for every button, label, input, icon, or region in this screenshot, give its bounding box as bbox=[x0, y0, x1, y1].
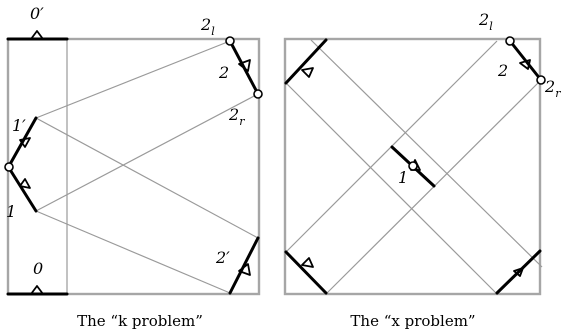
x-outer-frame bbox=[283, 37, 542, 296]
k-marker-2 bbox=[238, 59, 251, 72]
k-label-2l: 2l bbox=[200, 15, 215, 38]
k-beam-line bbox=[35, 210, 231, 294]
k-vertex-1 bbox=[4, 162, 14, 172]
k-label-0: 0 bbox=[33, 259, 43, 278]
k-problem-panel: 0′ 0 1′ 1 2 2l 2r 2′ The “k problem” bbox=[4, 4, 263, 330]
x-edge-upper-left bbox=[284, 38, 328, 85]
k-label-1: 1 bbox=[6, 202, 16, 221]
k-label-1-prime: 1′ bbox=[12, 116, 26, 135]
k-label-2: 2 bbox=[218, 63, 229, 82]
x-beam-line bbox=[285, 82, 497, 294]
k-label-2-prime: 2′ bbox=[215, 248, 230, 267]
k-beam-line bbox=[35, 40, 231, 119]
x-vertex-1 bbox=[408, 161, 418, 171]
k-edge-2-prime bbox=[228, 236, 260, 295]
k-edge-1 bbox=[7, 166, 38, 213]
x-vertex-2r bbox=[536, 75, 546, 85]
x-beam-line bbox=[310, 39, 543, 268]
x-marker-upper-left bbox=[301, 67, 314, 78]
k-marker-1 bbox=[19, 178, 31, 189]
x-edge-lower-left bbox=[284, 250, 328, 295]
k-caption: The “k problem” bbox=[77, 312, 203, 330]
k-marker-2-prime bbox=[238, 263, 251, 276]
x-label-2: 2 bbox=[497, 61, 508, 80]
k-marker-0 bbox=[30, 285, 44, 295]
k-label-0-prime: 0′ bbox=[30, 4, 44, 23]
x-marker-lower-left bbox=[301, 257, 314, 268]
x-marker-lower-right bbox=[513, 267, 524, 277]
x-vertex-2l bbox=[505, 36, 515, 46]
k-marker-0-prime bbox=[30, 30, 44, 40]
x-marker-2 bbox=[519, 59, 531, 70]
x-caption: The “x problem” bbox=[350, 312, 475, 330]
x-label-1: 1 bbox=[398, 168, 408, 187]
x-edge-lower-right bbox=[495, 249, 542, 295]
k-beam-line bbox=[35, 117, 259, 239]
x-label-2l: 2l bbox=[478, 10, 493, 33]
k-vertex-2r bbox=[253, 89, 263, 99]
x-problem-panel: 2l 2 2r 1 The “x problem” bbox=[283, 10, 561, 330]
k-vertex-2l bbox=[225, 36, 235, 46]
k-label-2r: 2r bbox=[228, 105, 245, 128]
x-label-2r: 2r bbox=[544, 77, 561, 100]
k-beam-line bbox=[35, 93, 259, 212]
k-marker-1-prime bbox=[19, 137, 31, 148]
